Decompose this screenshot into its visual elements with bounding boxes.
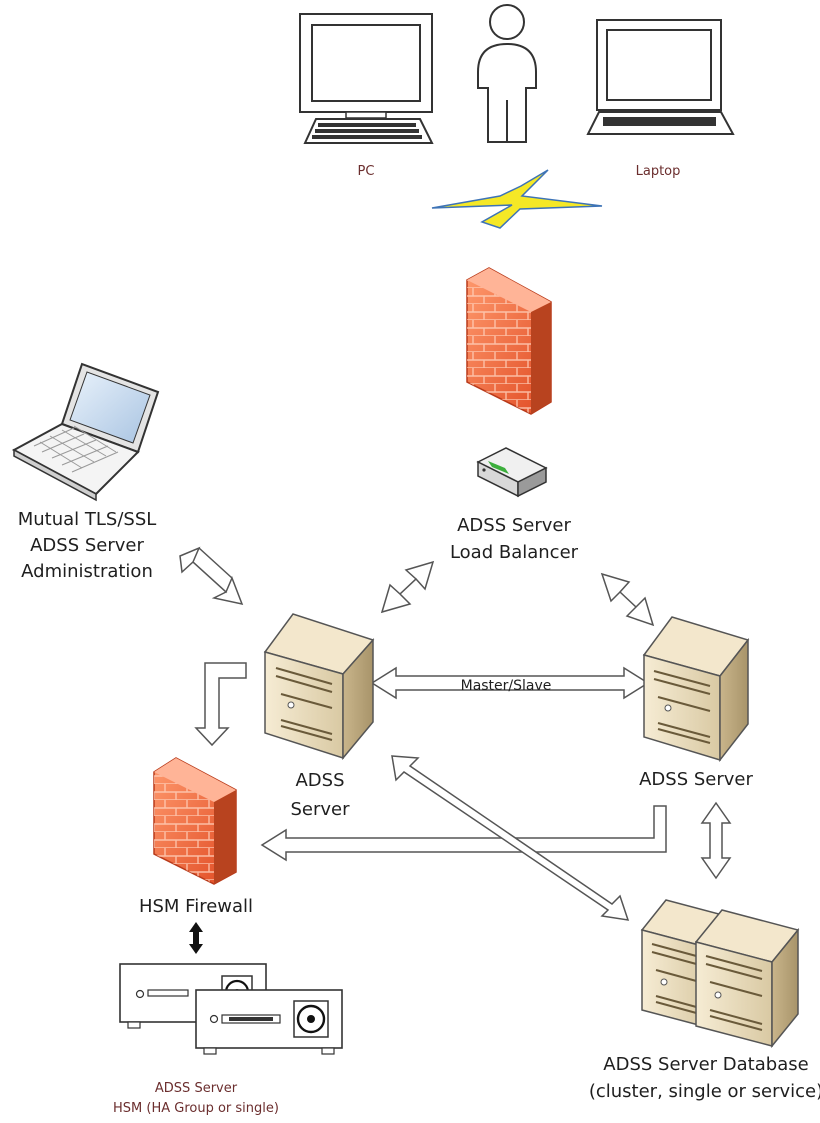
wireless-bolt-icon <box>431 169 603 229</box>
hsm-label-line1: ADSS Server <box>155 1081 238 1096</box>
arrow-hsm-firewall-hsm <box>189 922 203 954</box>
desktop-pc-icon <box>299 13 434 144</box>
arrow-right-server-database <box>700 801 732 880</box>
laptop-icon <box>586 19 735 135</box>
user-icon <box>477 4 537 143</box>
admin-label-line2: ADSS Server <box>30 535 144 556</box>
hsm-label-line2: HSM (HA Group or single) <box>113 1101 279 1116</box>
admin-label-line1: Mutual TLS/SSL <box>18 509 157 530</box>
firewall-icon <box>153 757 237 885</box>
firewall-icon <box>466 267 552 415</box>
hsm-firewall-label: HSM Firewall <box>139 896 253 917</box>
server-icon <box>642 616 750 763</box>
arrow-right-server-hsm-firewall <box>260 805 667 862</box>
database-label-line1: ADSS Server Database <box>603 1054 808 1075</box>
database-label-line2: (cluster, single or service) <box>589 1081 820 1102</box>
database-server-icon <box>694 909 800 1049</box>
arrow-lb-server-left <box>380 560 435 614</box>
load-balancer-icon <box>476 447 548 498</box>
left-server-label-line2: Server <box>290 799 350 820</box>
hsm-icon <box>195 989 343 1055</box>
right-server-label: ADSS Server <box>639 769 753 790</box>
admin-laptop-icon <box>11 362 160 502</box>
load-balancer-label-line1: ADSS Server <box>457 515 571 536</box>
arrow-server-hsm-firewall <box>194 662 247 747</box>
admin-label-line3: Administration <box>21 561 153 582</box>
pc-label: PC <box>358 164 375 179</box>
server-icon <box>263 613 375 761</box>
left-server-label-line1: ADSS <box>295 770 344 791</box>
master-slave-label: Master/Slave <box>461 678 552 694</box>
arrow-server-database <box>391 755 630 921</box>
arrow-lb-server-right <box>600 572 655 627</box>
arrow-admin-server <box>179 546 244 606</box>
laptop-label: Laptop <box>636 164 681 179</box>
load-balancer-label-line2: Load Balancer <box>450 542 579 563</box>
